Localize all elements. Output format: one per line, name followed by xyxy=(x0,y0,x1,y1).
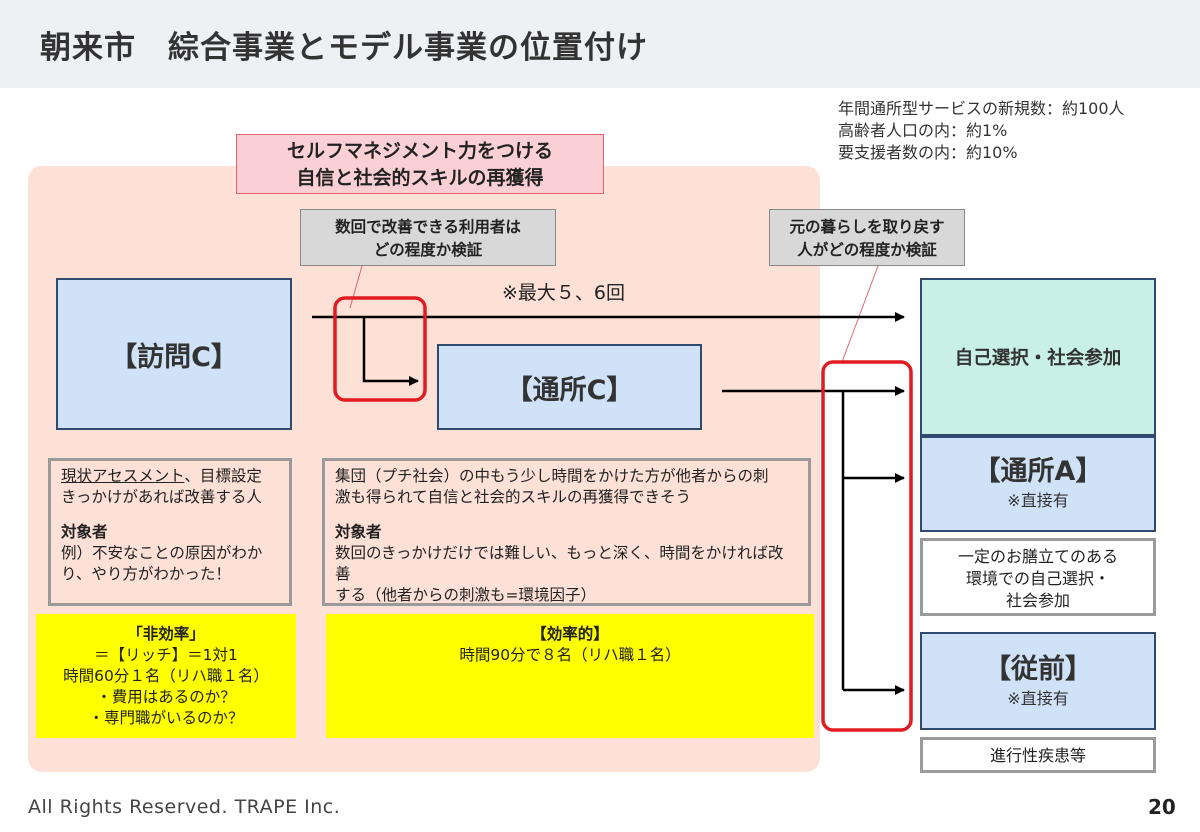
max-sessions-note: ※最大５、6回 xyxy=(502,282,626,304)
callout-left-line-2: どの程度か検証 xyxy=(373,241,483,259)
tsusho-c-box: 【通所C】 xyxy=(437,344,702,430)
branch-to-tsusho-c-arrow xyxy=(362,317,419,386)
tsusho-desc-line-2: 激も得られて自信と社会的スキルの再獲得できそう xyxy=(335,488,692,506)
stat-support-ratio: 要支援者数の内：約10% xyxy=(838,143,1018,162)
juzen-note: ※直接有 xyxy=(1007,689,1069,708)
progressive-disease-label: 進行性疾患等 xyxy=(989,746,1086,765)
callout-few-sessions: 数回で改善できる利用者は どの程度か検証 xyxy=(300,209,556,266)
banner-line-2: 自信と社会的スキルの再獲得 xyxy=(296,167,544,189)
red-highlight-right xyxy=(821,360,913,732)
callout-right-line-1: 元の暮らしを取り戻す xyxy=(789,218,945,236)
progressive-disease-box: 進行性疾患等 xyxy=(920,737,1156,773)
tsusho-a-note: ※直接有 xyxy=(1007,491,1069,510)
self-select-box: 自己選択・社会参加 xyxy=(920,278,1156,436)
tsusho-a-label: 【通所A】 xyxy=(973,456,1103,487)
houmon-c-label: 【訪問C】 xyxy=(110,341,238,373)
environment-line-3: 社会参加 xyxy=(1005,591,1070,610)
self-management-banner: セルフマネジメント力をつける 自信と社会的スキルの再獲得 xyxy=(236,134,604,194)
page-title: 朝来市 綜合事業とモデル事業の位置付け xyxy=(40,30,648,66)
tsusho-target-line-2: する（他者からの刺激も=環境因子） xyxy=(335,586,596,604)
tsusho-target-heading: 対象者 xyxy=(335,523,382,541)
houmon-desc-underlined: 現状アセスメント xyxy=(61,467,185,485)
houmon-desc-line1-rest: 、目標設定 xyxy=(184,467,262,485)
header-bar xyxy=(0,0,1200,88)
houmon-target-line-1: 例）不安なことの原因がわか xyxy=(61,544,263,562)
inefficient-line-4: ・専門職がいるのか？ xyxy=(88,709,244,727)
tsusho-description-box: 集団（プチ社会）の中もう少し時間をかけた方が他者からの刺 激も得られて自信と社会… xyxy=(322,458,811,606)
banner-line-1: セルフマネジメント力をつける xyxy=(286,140,553,162)
inefficient-heading: 「非効率」 xyxy=(127,625,205,643)
efficient-box: 【効率的】 時間90分で８名（リハ職１名） xyxy=(326,614,814,738)
stat-new-users: 年間通所型サービスの新規数：約100人 xyxy=(838,99,1125,118)
callout-restore-life: 元の暮らしを取り戻す 人がどの程度か検証 xyxy=(769,209,965,266)
copyright-footer: All Rights Reserved. TRAPE Inc. xyxy=(28,796,341,818)
inefficient-box: 「非効率」 ＝【リッチ】＝1対1 時間60分１名（リハ職１名） ・費用はあるのか… xyxy=(36,614,296,738)
inefficient-line-3: ・費用はあるのか？ xyxy=(96,688,236,706)
stats-block: 年間通所型サービスの新規数：約100人 高齢者人口の内：約1% 要支援者数の内：… xyxy=(838,98,1125,164)
houmon-target-line-2: り、やり方がわかった！ xyxy=(61,565,231,583)
environment-line-1: 一定のお膳立てのある xyxy=(957,547,1118,566)
self-select-label: 自己選択・社会参加 xyxy=(954,348,1122,369)
tsusho-target-line-1: 数回のきっかけだけでは難しい、もっと深く、時間をかければ改善 xyxy=(335,544,784,583)
juzen-label: 【従前】 xyxy=(984,654,1092,685)
tsusho-a-box: 【通所A】 ※直接有 xyxy=(920,436,1156,532)
juzen-box: 【従前】 ※直接有 xyxy=(920,632,1156,730)
environment-box: 一定のお膳立てのある 環境での自己選択・ 社会参加 xyxy=(920,538,1156,616)
stat-elderly-ratio: 高齢者人口の内：約1% xyxy=(838,121,1008,140)
callout-left-line-1: 数回で改善できる利用者は xyxy=(335,218,521,236)
callout-right-pointer xyxy=(841,265,879,363)
houmon-c-box: 【訪問C】 xyxy=(56,278,292,430)
houmon-target-heading: 対象者 xyxy=(61,523,108,541)
page-number: 20 xyxy=(1148,795,1176,819)
environment-line-2: 環境での自己選択・ xyxy=(965,569,1110,588)
efficient-line-1: 時間90分で８名（リハ職１名） xyxy=(459,646,681,664)
tsusho-c-label: 【通所C】 xyxy=(505,374,634,406)
callout-left-pointer xyxy=(349,265,363,309)
houmon-desc-line2: きっかけがあれば改善する人 xyxy=(61,488,262,506)
inefficient-line-1: ＝【リッチ】＝1対1 xyxy=(94,646,238,664)
callout-right-line-2: 人がどの程度か検証 xyxy=(797,241,937,259)
houmon-description-box: 現状アセスメント、目標設定 きっかけがあれば改善する人 対象者 例）不安なことの… xyxy=(48,458,292,606)
efficient-heading: 【効率的】 xyxy=(531,625,609,643)
inefficient-line-2: 時間60分１名（リハ職１名） xyxy=(63,667,269,685)
red-highlight-left xyxy=(333,296,427,402)
tsusho-desc-line-1: 集団（プチ社会）の中もう少し時間をかけた方が他者からの刺 xyxy=(335,467,769,485)
